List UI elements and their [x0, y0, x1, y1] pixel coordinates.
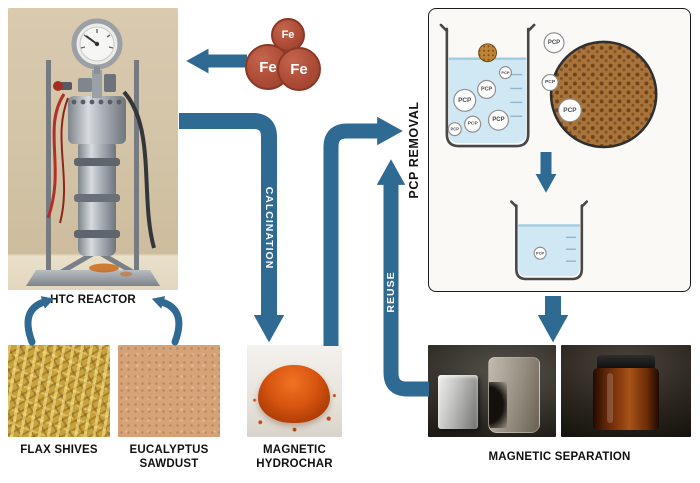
graduation-marks — [565, 236, 576, 262]
htc-reactor-photo — [8, 8, 178, 290]
fe-label: Fe — [281, 29, 295, 41]
eucalyptus-sawdust-photo — [118, 345, 220, 437]
pcp-molecule: PCP — [477, 79, 497, 99]
magnet-cube — [438, 375, 478, 429]
fitting — [104, 74, 116, 92]
separation-caption: MAGNETIC SEPARATION — [488, 451, 631, 463]
gauge-needle — [85, 35, 98, 45]
red-wire-2 — [59, 97, 69, 224]
pcp-molecule: PCP — [487, 109, 509, 131]
reactor-caption: HTC REACTOR — [50, 294, 136, 306]
hydrochar-particle-zoom: PCP PCP PCP — [541, 32, 658, 149]
gauge-pivot — [94, 41, 100, 47]
reactor-head — [68, 96, 126, 144]
valve-knob — [53, 81, 63, 91]
pcp-molecule-adsorbed: PCP — [557, 98, 582, 123]
gauge-ticks — [80, 29, 114, 49]
frame-rod-right — [134, 60, 139, 272]
pcp-molecule: PCP — [543, 32, 565, 54]
gauge-stem — [94, 66, 100, 74]
flax-shives-photo — [8, 345, 110, 437]
hydrochar-pile — [258, 365, 330, 423]
svg-text:PCP: PCP — [536, 251, 544, 256]
graduation-marks — [510, 73, 523, 117]
svg-text:PCP: PCP — [548, 40, 560, 46]
jar-highlight — [607, 373, 613, 423]
dark-cable — [122, 90, 156, 249]
pcp-removal-label: PCP REMOVAL — [407, 101, 421, 199]
pcp-molecule: PCP — [541, 73, 559, 92]
frame-rod-left — [46, 60, 51, 272]
svg-text:PCP: PCP — [563, 107, 577, 114]
sawdust-to-reactor-arrow — [151, 296, 183, 346]
fe-label: Fe — [290, 60, 308, 78]
pcp-molecule: PCP — [453, 88, 477, 112]
svg-text:PCP: PCP — [451, 127, 460, 132]
jar-lid — [597, 355, 655, 370]
pcp-molecule: PCP — [464, 115, 482, 133]
fitting — [78, 78, 92, 92]
magnetic-hydrochar-photo — [247, 345, 342, 437]
hydrochar-caption: MAGNETIC HYDROCHAR — [256, 444, 333, 471]
attracted-particles — [489, 382, 507, 428]
vessel-clamp — [74, 194, 120, 202]
recovered-jar-photo — [561, 345, 691, 437]
orange-spill — [89, 263, 119, 273]
svg-text:PCP: PCP — [501, 70, 509, 75]
hydrochar-particle — [478, 43, 497, 63]
side-valve — [60, 82, 72, 90]
hydrochar-to-pcp-arrow — [323, 116, 403, 346]
reactor-base-plate — [26, 270, 160, 286]
reuse-label: REUSE — [385, 271, 397, 313]
flax-caption: FLAX SHIVES — [20, 444, 98, 456]
svg-text:PCP: PCP — [545, 79, 556, 85]
reactor-illustration — [26, 18, 160, 286]
magnetic-separation-photo — [428, 345, 556, 437]
sample-vial — [488, 357, 540, 433]
svg-text:PCP: PCP — [458, 97, 472, 104]
eucalyptus-caption: EUCALYPTUS SAWDUST — [129, 444, 209, 471]
calcination-label: CALCINATION — [263, 186, 275, 270]
pcp-molecule: PCP — [533, 246, 547, 260]
svg-text:PCP: PCP — [492, 117, 504, 123]
svg-text:PCP: PCP — [481, 86, 493, 92]
fe-label: Fe — [259, 58, 277, 76]
pcp-molecule: PCP — [498, 66, 512, 80]
pcp-panel-illustration: PCP PCP PCP PCP PCP PCP — [439, 23, 658, 281]
jar-body — [593, 368, 659, 430]
beaker-clean: PCP — [510, 200, 589, 281]
fe-particle: Fe — [277, 47, 321, 91]
calcination-arrow — [179, 113, 285, 343]
vessel-clamp — [74, 158, 120, 166]
gauge-neck — [92, 70, 102, 98]
beaker-contaminated: PCP PCP PCP PCP PCP PCP — [439, 23, 536, 148]
pcp-molecule: PCP — [447, 122, 462, 137]
svg-text:PCP: PCP — [468, 121, 479, 127]
orange-spill-small — [120, 271, 132, 277]
red-wire — [46, 93, 66, 219]
pcp-removal-panel: PCP PCP PCP PCP PCP PCP — [428, 8, 691, 292]
vessel-clamp — [74, 230, 120, 238]
flax-to-reactor-arrow — [24, 296, 55, 346]
head-bolts — [71, 99, 122, 105]
